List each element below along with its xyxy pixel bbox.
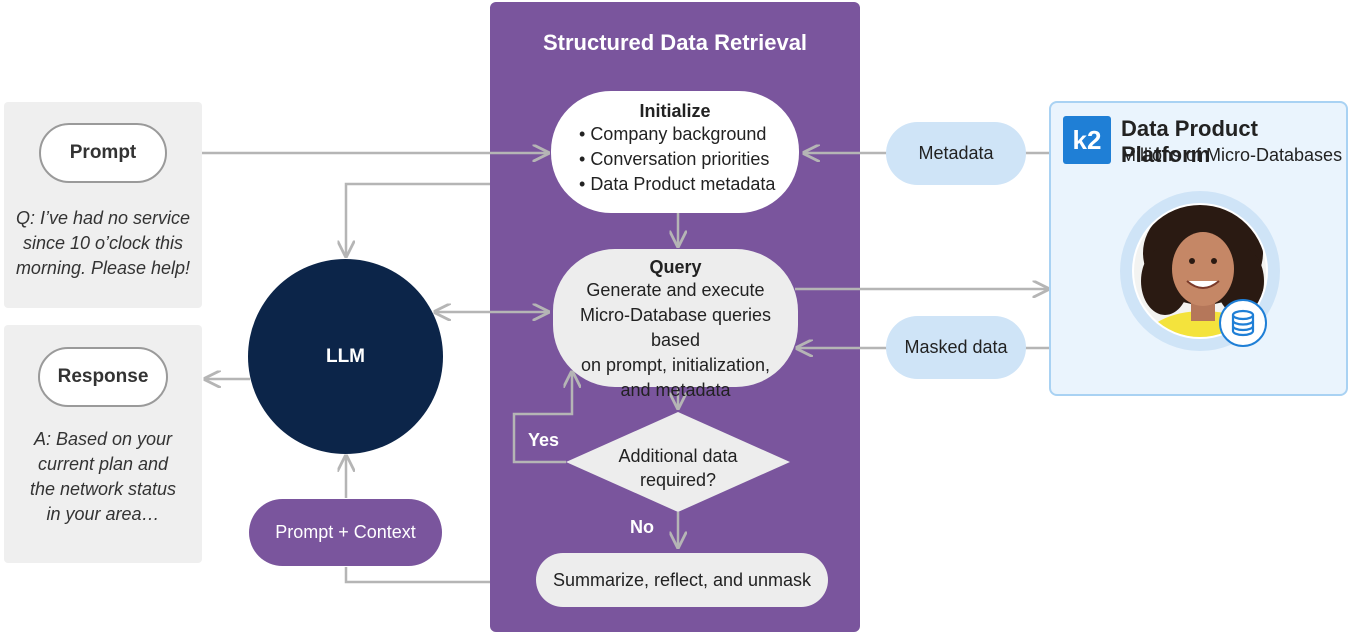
arrow-retrieval-to-llm: [346, 182, 490, 256]
platform-subtitle: Millions of Micro-Databases: [1121, 145, 1343, 165]
decision-line-1: Additional data: [618, 446, 738, 466]
response-line-3: the network status: [29, 479, 177, 499]
prompt-line-1: Q: I’ve had no service: [15, 208, 191, 228]
initialize-title: Initialize: [639, 101, 711, 121]
llm-node: LLM: [248, 259, 443, 454]
query-title: Query: [649, 257, 702, 277]
summarize-node: Summarize, reflect, and unmask: [536, 553, 828, 607]
response-pill: Response: [38, 347, 168, 407]
query-line: on prompt, initialization,: [580, 355, 771, 375]
initialize-item: Company background: [579, 122, 799, 147]
k2-logo-text: k2: [1073, 125, 1102, 155]
response-line-2: current plan and: [37, 454, 169, 474]
prompt-line-3: morning. Please help!: [15, 258, 191, 278]
initialize-item: Data Product metadata: [579, 172, 799, 197]
initialize-item: Conversation priorities: [579, 147, 799, 172]
arrow-yes-loop: [512, 372, 572, 464]
decision-diamond: [566, 412, 790, 512]
response-line-1: A: Based on your: [33, 429, 173, 449]
query-line: Generate and execute: [586, 280, 765, 300]
no-label: No: [630, 517, 654, 537]
prompt-question: Q: I’ve had no service since 10 o’clock …: [4, 206, 202, 281]
retrieval-title: Structured Data Retrieval: [542, 30, 808, 55]
query-line: Micro-Database queries based: [579, 305, 772, 350]
prompt-pill: Prompt: [39, 123, 167, 183]
customer-avatar: [1120, 191, 1280, 351]
line-retrieval-to-context: [344, 567, 490, 584]
response-line-4: in your area…: [46, 504, 160, 524]
initialize-list: Company background Conversation prioriti…: [579, 122, 799, 197]
query-node: Query Generate and execute Micro-Databas…: [553, 249, 798, 400]
prompt-context-pill: Prompt + Context: [249, 499, 442, 566]
yes-label: Yes: [528, 430, 560, 450]
platform-title: Data Product Platform: [1121, 116, 1258, 167]
response-answer: A: Based on your current plan and the ne…: [4, 427, 202, 527]
k2-logo: k2: [1063, 116, 1111, 164]
decision-line-2: required?: [639, 470, 717, 490]
k2-logo-icon: k2: [1073, 125, 1102, 155]
initialize-node: Initialize Company background Conversati…: [551, 91, 799, 213]
database-icon: [1219, 299, 1267, 347]
query-line: and metadata: [620, 380, 731, 400]
masked-data-pill: Masked data: [886, 316, 1026, 379]
prompt-line-2: since 10 o’clock this: [22, 233, 184, 253]
metadata-pill: Metadata: [886, 122, 1026, 185]
decision-text: Additional data required?: [600, 444, 756, 492]
